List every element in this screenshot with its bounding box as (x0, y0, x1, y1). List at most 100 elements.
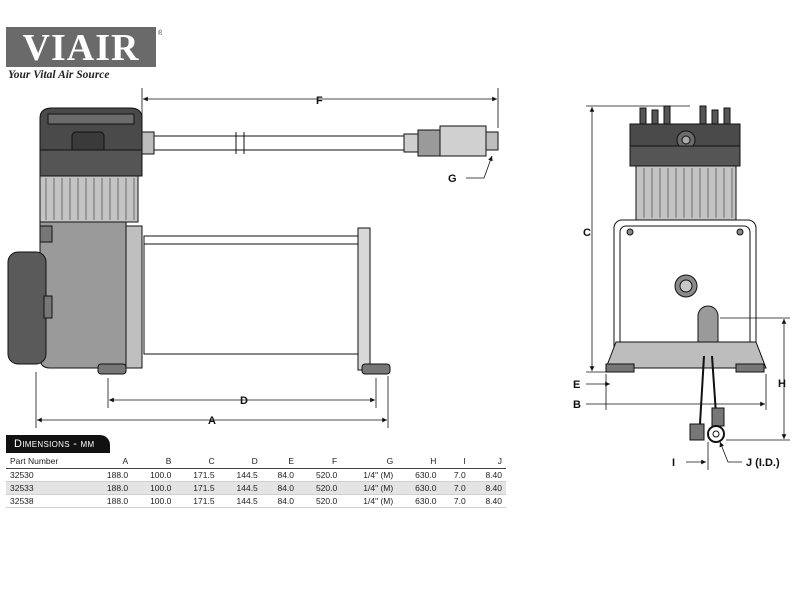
screw-tr (736, 228, 744, 236)
dim-label-c: C (583, 227, 591, 239)
table-cell: 84.0 (277, 496, 295, 506)
logo-registered-mark: ® (158, 29, 162, 37)
table-column-header: C (175, 453, 219, 469)
front-dimensions (586, 105, 790, 470)
outlet-thread (485, 131, 499, 151)
logo-tagline: Your Vital Air Source (8, 69, 110, 81)
table-cell: 188.0 (106, 470, 129, 480)
viair-logo: VIAIR ® Your Vital Air Source (6, 27, 164, 83)
wire-black (699, 355, 705, 425)
front-head-base (629, 145, 741, 167)
table-cell: 32530 (10, 470, 34, 480)
table-cell: 1/4" (M) (363, 496, 394, 506)
front-foot-right (735, 363, 765, 373)
logo-plate (6, 27, 156, 67)
table-cell: 8.40 (485, 496, 502, 506)
table-column-header: A (88, 453, 133, 469)
table-cell: 84.0 (277, 483, 295, 493)
fin-lines (45, 178, 135, 220)
head-base (39, 149, 143, 177)
table-column-header: F (298, 453, 342, 469)
fan-hub (43, 295, 53, 319)
table-cell: 1/4" (M) (363, 483, 394, 493)
table-cell: 100.0 (150, 483, 172, 493)
front-fins (635, 165, 737, 221)
logo-brand: VIAIR (23, 27, 140, 69)
dim-label-a: A (208, 415, 216, 427)
motor-body (143, 235, 363, 355)
g-leader (466, 155, 493, 179)
crankcase (39, 221, 127, 369)
check-valve (439, 125, 487, 157)
table-column-header: G (341, 453, 398, 469)
table-cell: 520.0 (315, 483, 338, 493)
table-cell: 32538 (10, 496, 34, 506)
side-dimensions (35, 88, 499, 428)
table-cell: 144.5 (236, 483, 258, 493)
dim-label-d: D (240, 395, 248, 407)
dim-label-b: B (573, 399, 581, 411)
dim-label-h: H (778, 378, 786, 390)
hose-ferrule (403, 133, 419, 153)
cooling-fins (39, 175, 139, 223)
side-view (7, 107, 499, 375)
head-cap (47, 113, 135, 125)
table-cell: 7.0 (453, 470, 466, 480)
table-cell: 520.0 (315, 496, 338, 506)
terminal-ring-crimp (711, 407, 725, 427)
table-cell: 8.40 (485, 483, 502, 493)
screw-tl (626, 228, 634, 236)
fan-cover (7, 251, 47, 365)
j-leader (719, 441, 742, 463)
table-column-header: E (261, 453, 299, 469)
front-foot-left (605, 363, 635, 373)
table-column-header: J (469, 453, 506, 469)
table-cell: 8.40 (485, 470, 502, 480)
mount-bracket-left (125, 225, 143, 369)
table-column-header: B (132, 453, 176, 469)
table-cell: 1/4" (M) (363, 470, 394, 480)
table-cell: 7.0 (453, 483, 466, 493)
table-cell: 171.5 (193, 470, 215, 480)
dim-label-e: E (573, 379, 580, 391)
table-column-header: D (218, 453, 262, 469)
table-row: 32538 188.0 100.0 171.5 144.5 84.0 520.0 1/4" (… (6, 495, 506, 508)
table-cell: 630.0 (415, 483, 437, 493)
ring-hole (712, 430, 720, 438)
front-view (605, 105, 767, 443)
table-cell: 188.0 (106, 496, 129, 506)
mount-bracket-right (357, 227, 371, 371)
check-valve-nut (417, 129, 441, 157)
air-hose (153, 135, 405, 151)
table-cell: 84.0 (277, 470, 295, 480)
table-column-header: I (440, 453, 470, 469)
table-body: 32530 188.0 100.0 171.5 144.5 84.0 520.0 1/4" (… (6, 469, 506, 508)
table-cell: 144.5 (236, 496, 258, 506)
head-port-inner (681, 135, 691, 145)
table-cell: 7.0 (453, 496, 466, 506)
dim-label-j: J (I.D.) (746, 457, 780, 469)
table-cell: 100.0 (150, 470, 172, 480)
table-cell: 171.5 (193, 483, 215, 493)
table-cell: 171.5 (193, 496, 215, 506)
table-cell: 630.0 (415, 470, 437, 480)
hose-fitting (141, 131, 155, 155)
foot-right (361, 363, 391, 375)
terminal-fork (689, 423, 705, 441)
foot-left (97, 363, 127, 375)
dim-label-g: G (448, 173, 457, 185)
dim-label-i: I (672, 457, 675, 469)
table-cell: 100.0 (150, 496, 172, 506)
table-column-header: Part Number (6, 453, 89, 469)
table-title-text: Dimensions - mm (14, 438, 95, 450)
dim-label-f: F (316, 95, 323, 107)
table-cell: 144.5 (236, 470, 258, 480)
table-cell: 32533 (10, 483, 34, 493)
case-lug (39, 225, 53, 243)
